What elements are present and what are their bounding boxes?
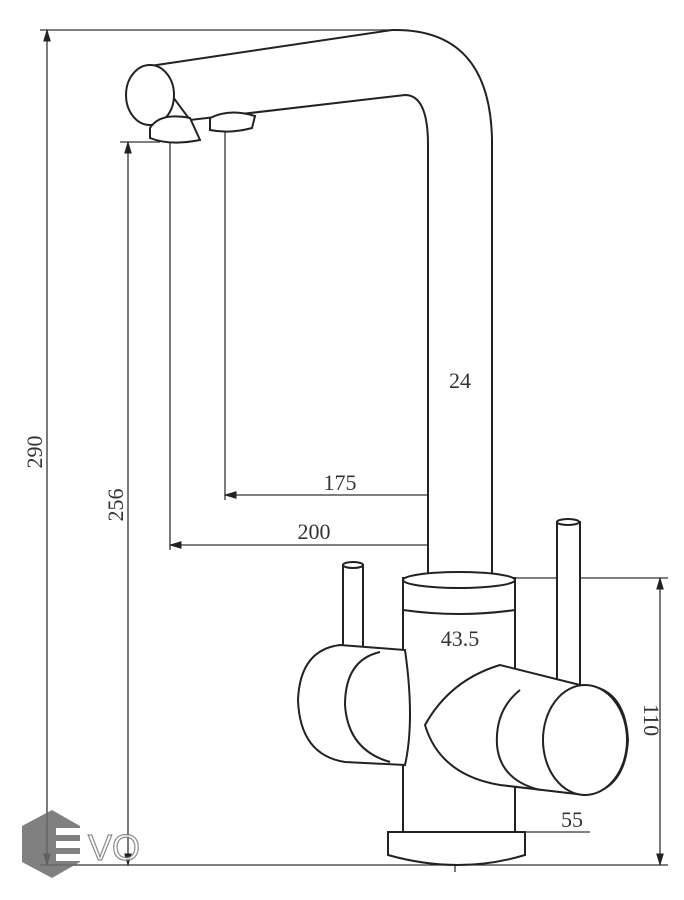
nozzle-right: [209, 111, 257, 133]
dim-256-label: 256: [103, 489, 128, 522]
dim-55-label: 55: [561, 807, 583, 832]
dim-24-label: 24: [449, 368, 471, 393]
evo-logo: VO: [22, 810, 141, 878]
right-handle: [423, 518, 630, 797]
nozzle-left: [149, 115, 202, 144]
dim-290-label: 290: [22, 436, 47, 469]
spout: [125, 28, 493, 579]
dim-110-label: 110: [639, 704, 664, 736]
base: [387, 831, 526, 866]
svg-text:VO: VO: [88, 827, 140, 868]
dim-175-label: 175: [324, 470, 357, 495]
dim-200-label: 200: [298, 519, 331, 544]
dim-43-5-label: 43.5: [441, 626, 480, 651]
left-handle: [296, 561, 411, 767]
